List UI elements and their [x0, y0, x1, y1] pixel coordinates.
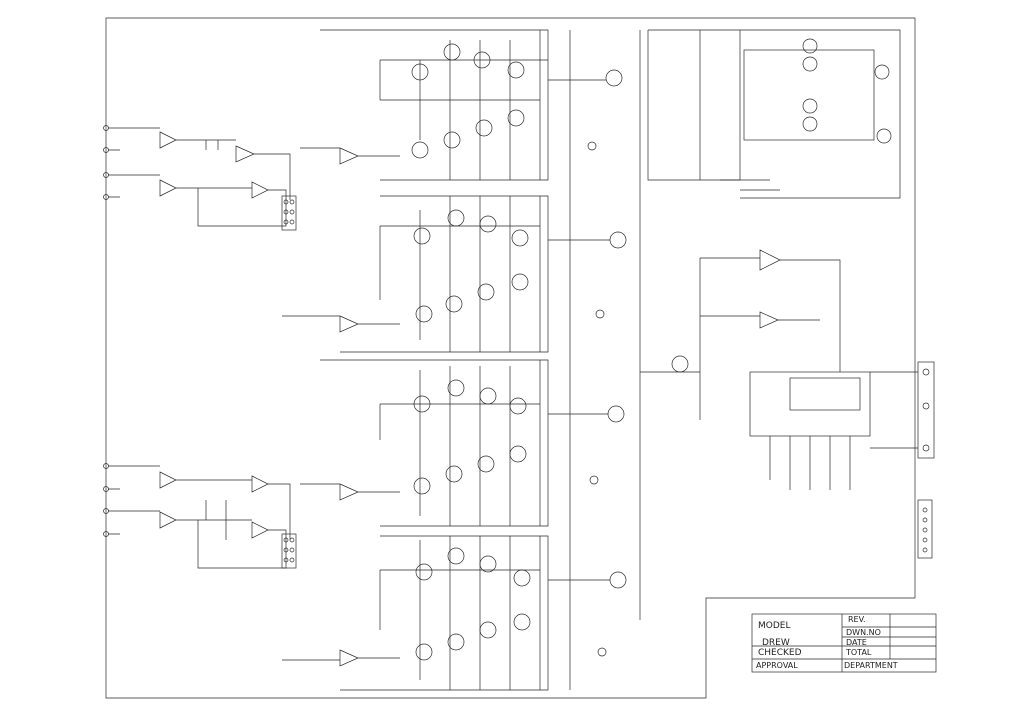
power-amp-channel-4 [282, 535, 549, 691]
date-label: DATE [846, 638, 867, 647]
protection-circuit [671, 249, 871, 490]
title-block-frame [751, 613, 937, 673]
preamp-opamps [135, 127, 291, 569]
power-amp-channel-1 [300, 29, 549, 181]
input-jacks-top [103, 125, 135, 200]
title-block: REV. MODEL DWN.NO DREW DATE CHECKED TOTA… [752, 614, 936, 672]
drew-label: DREW [762, 638, 790, 648]
model-label: MODEL [758, 621, 791, 631]
department-label: DEPARTMENT [844, 661, 898, 670]
speaker-terminals [870, 361, 935, 559]
preamp-connectors [281, 195, 297, 569]
rev-label: REV. [848, 615, 866, 624]
power-amp-channel-2 [282, 195, 549, 353]
dwn-no-label: DWN.NO [846, 628, 881, 637]
approval-label: APPROVAL [756, 661, 798, 670]
power-amp-channel-3 [300, 359, 549, 527]
checked-label: CHECKED [758, 648, 802, 658]
total-label: TOTAL [846, 648, 872, 657]
drawing-border [105, 17, 916, 699]
power-supply-block [647, 29, 901, 199]
input-jacks-bottom [103, 463, 135, 537]
output-drivers [548, 30, 700, 690]
